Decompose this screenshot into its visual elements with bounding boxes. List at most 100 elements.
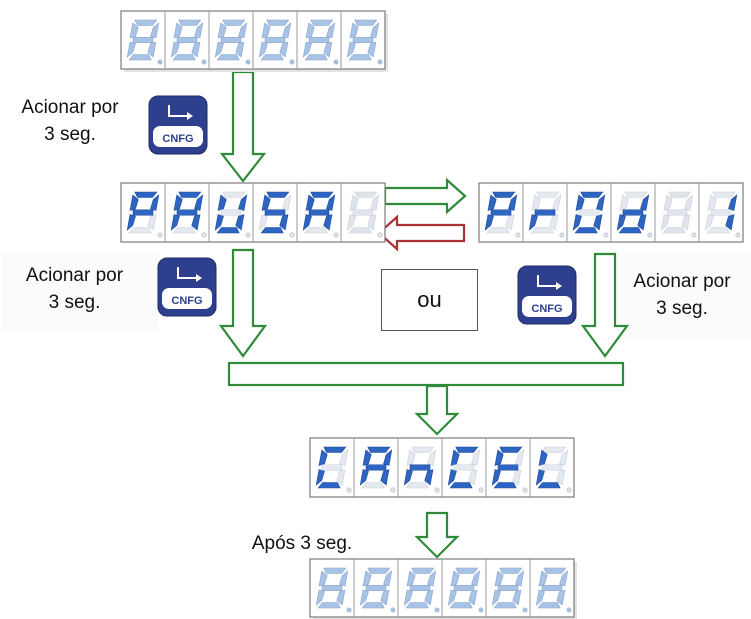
decimal-point <box>735 232 741 238</box>
digit-prod-3 <box>610 183 653 242</box>
segment-g <box>453 584 475 592</box>
segment-b <box>640 194 650 211</box>
segment-b <box>238 194 248 211</box>
segment-d <box>317 482 341 489</box>
segment-b <box>150 22 160 39</box>
arrow-pausa-to-prod <box>383 177 467 215</box>
segment-b <box>515 570 525 587</box>
decimal-point <box>201 232 207 238</box>
segment-g <box>176 209 198 216</box>
segment-c <box>725 214 735 231</box>
segment-c <box>367 41 377 58</box>
decimal-point <box>377 59 383 65</box>
segment-a <box>624 191 648 198</box>
segment-e <box>403 589 413 606</box>
segment-a <box>222 191 246 198</box>
segment-f <box>261 194 271 211</box>
segment-c <box>191 214 201 231</box>
decimal-point <box>434 607 440 613</box>
segment-g <box>622 209 644 216</box>
segment-b <box>471 570 481 587</box>
segment-a <box>178 19 202 26</box>
segment-e <box>491 469 501 486</box>
digit-pausa-0 <box>126 191 163 238</box>
segment-e <box>403 469 413 486</box>
segment-e <box>535 589 545 606</box>
digit-pausa-4 <box>296 183 339 242</box>
segment-a <box>323 446 347 453</box>
segment-f <box>173 22 183 39</box>
segment-e <box>491 589 501 606</box>
digit-prod-1 <box>522 183 565 242</box>
cnfg-button-left: CNFG <box>157 257 217 317</box>
segment-b <box>596 194 606 211</box>
segment-d <box>537 482 561 489</box>
segment-c <box>380 589 390 606</box>
segment-d <box>304 54 328 61</box>
right-action-line1: Acionar por <box>633 271 731 292</box>
segment-d <box>493 602 517 609</box>
segment-g <box>453 464 475 471</box>
segment-a <box>178 191 202 198</box>
segment-f <box>538 449 548 466</box>
segment-e <box>535 469 545 486</box>
digit-initial-4 <box>296 11 339 69</box>
digit-pausa-2 <box>208 183 251 242</box>
digit-cancel-1 <box>353 438 396 497</box>
segment-a <box>354 19 378 26</box>
segment-d <box>405 602 429 609</box>
digit-initial-3 <box>252 11 295 69</box>
segment-b <box>370 22 380 39</box>
segment-d <box>172 227 196 234</box>
display-cancel <box>309 437 575 498</box>
segment-d <box>493 482 517 489</box>
segment-f <box>217 194 227 211</box>
segment-c <box>367 214 377 231</box>
segment-d <box>317 602 341 609</box>
segment-f <box>575 194 585 211</box>
segment-b <box>238 22 248 39</box>
decimal-point <box>157 232 163 238</box>
segment-c <box>336 469 346 486</box>
segment-c <box>424 589 434 606</box>
decimal-point <box>566 487 572 493</box>
segment-f <box>318 570 328 587</box>
decimal-point <box>434 487 440 493</box>
decimal-point <box>245 59 251 65</box>
segment-e <box>704 214 714 231</box>
segment-b <box>326 22 336 39</box>
arrow-merge-to-cancel <box>414 384 460 436</box>
digit-initial-0 <box>126 19 163 65</box>
cnfg-button-right: CNFG <box>517 265 577 325</box>
segment-d <box>216 227 240 234</box>
decimal-point <box>691 232 697 238</box>
segment-f <box>619 194 629 211</box>
digit-pausa-1 <box>164 183 207 242</box>
segment-e <box>170 214 180 231</box>
right-action-line2: 3 seg. <box>656 298 708 319</box>
segment-b <box>427 570 437 587</box>
digit-pausa-5 <box>340 183 383 242</box>
segment-e <box>660 214 670 231</box>
right-action-label: Acionar por 3 seg. <box>613 268 751 322</box>
segment-f <box>707 194 717 211</box>
decimal-point <box>390 487 396 493</box>
decimal-point <box>201 59 207 65</box>
segment-g <box>409 584 431 592</box>
arrow-prod-down <box>580 252 630 358</box>
top-action-line2: 3 seg. <box>44 124 96 145</box>
enter-arrow-icon <box>177 267 202 282</box>
segment-d <box>128 54 152 61</box>
segment-c <box>512 589 522 606</box>
digit-cancel-2 <box>397 438 440 497</box>
digit-initial-2 <box>208 11 251 69</box>
segment-e <box>616 214 626 231</box>
segment-g <box>321 584 343 592</box>
segment-b <box>370 194 380 211</box>
segment-f <box>318 449 328 466</box>
segment-f <box>305 22 315 39</box>
segment-f <box>349 194 359 211</box>
segment-f <box>494 570 504 587</box>
segment-a <box>455 567 479 574</box>
